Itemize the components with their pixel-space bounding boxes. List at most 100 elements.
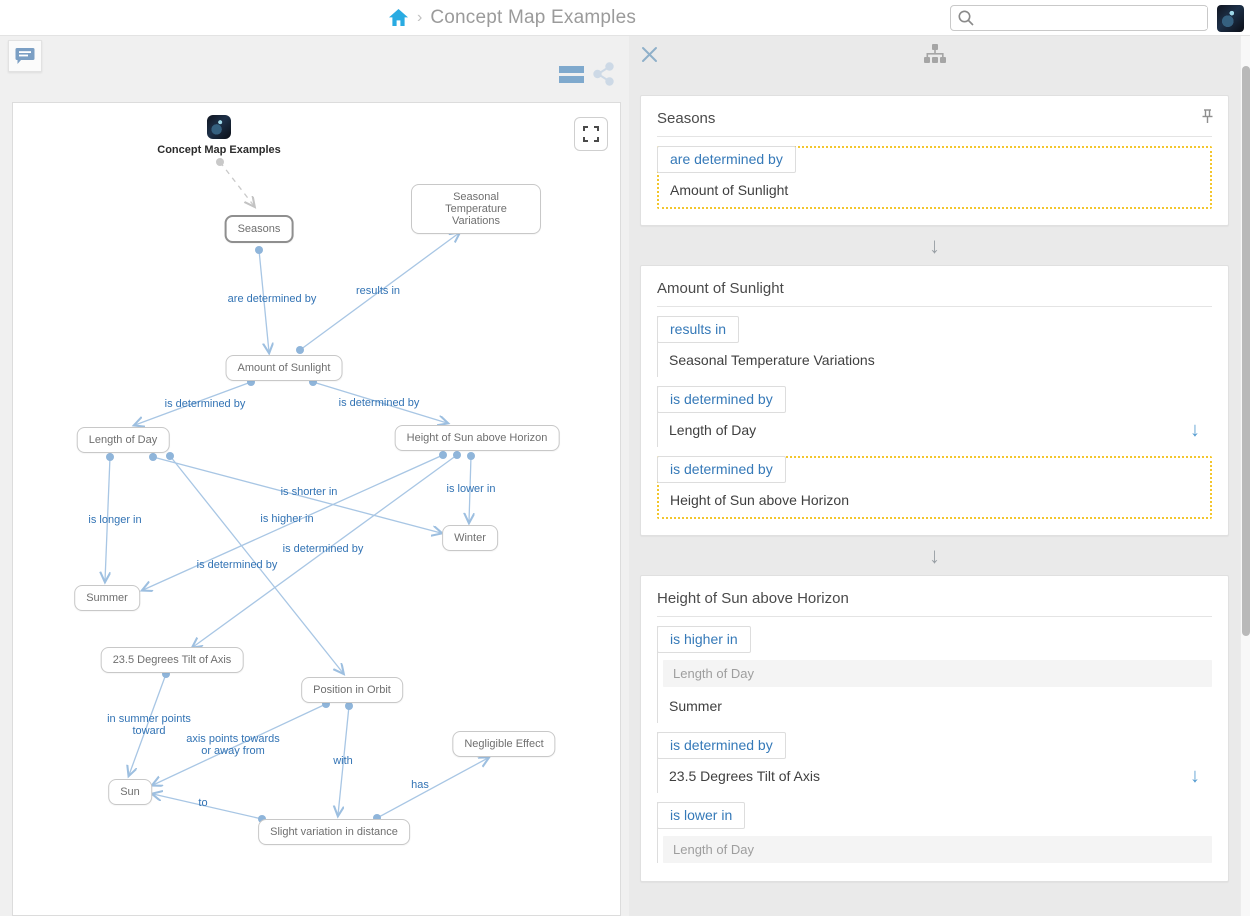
relation-value[interactable]: Summer: [669, 698, 722, 714]
edge-label[interactable]: is determined by: [164, 398, 246, 410]
relation-value[interactable]: Length of Day↓: [669, 419, 1200, 441]
relation-chip[interactable]: is determined by: [657, 386, 786, 413]
map-panel: Concept Map Examples Seasons Seasonal Tem…: [0, 36, 629, 916]
outline-panel: Seasons are determined by Amount of Sunlig…: [629, 36, 1240, 916]
hierarchy-icon[interactable]: [923, 44, 946, 68]
relation-chip[interactable]: is lower in: [657, 802, 746, 829]
relation-value[interactable]: Seasonal Temperature Variations: [669, 352, 875, 368]
search-box: [950, 5, 1208, 31]
pin-icon[interactable]: [1201, 109, 1214, 129]
card-separator-arrow-icon: ↓: [929, 542, 940, 568]
map-node-position-orbit[interactable]: Position in Orbit: [301, 677, 403, 703]
edge-line: [153, 703, 327, 785]
edge-line: [258, 249, 269, 352]
breadcrumb: › Concept Map Examples: [388, 7, 636, 29]
edge-label[interactable]: is longer in: [88, 514, 142, 526]
edge-line: [153, 794, 263, 820]
edge-label[interactable]: is determined by: [196, 559, 278, 571]
edge-label[interactable]: is determined by: [338, 397, 420, 409]
card-title: Height of Sun above Horizon: [657, 590, 1212, 617]
relation-block-highlighted: is determined by Height of Sun above Hori…: [657, 456, 1212, 519]
relation-value[interactable]: Amount of Sunlight: [670, 182, 789, 198]
edge-label[interactable]: is shorter in: [280, 486, 338, 498]
map-node-height-sun[interactable]: Height of Sun above Horizon: [394, 425, 560, 451]
map-node-seasons[interactable]: Seasons: [224, 215, 294, 243]
map-canvas[interactable]: Concept Map Examples Seasons Seasonal Tem…: [12, 102, 621, 916]
edge-label[interactable]: are determined by: [227, 293, 317, 305]
map-node-amount-sunlight[interactable]: Amount of Sunlight: [225, 355, 343, 381]
edge-line: [143, 454, 444, 590]
map-node-slight-variation[interactable]: Slight variation in distance: [258, 819, 410, 845]
relation-block: is determined by Length of Day↓: [657, 386, 1212, 447]
comments-tab[interactable]: [8, 40, 42, 72]
vertical-scrollbar: [1240, 36, 1250, 916]
share-icon[interactable]: [593, 62, 615, 86]
edge-label[interactable]: with: [333, 755, 353, 767]
map-node-summer[interactable]: Summer: [74, 585, 140, 611]
fullscreen-icon: [583, 126, 599, 142]
user-avatar[interactable]: [1217, 5, 1244, 32]
fullscreen-button[interactable]: [574, 117, 608, 151]
edge-line: [469, 455, 471, 522]
relation-block: results in Seasonal Temperature Variation…: [657, 316, 1212, 377]
map-toolbar: [559, 62, 615, 86]
breadcrumb-item[interactable]: Concept Map Examples: [430, 6, 637, 28]
relation-chip[interactable]: is higher in: [657, 626, 751, 653]
breadcrumb-chevron-icon: ›: [417, 8, 423, 26]
map-node-seasonal-temp[interactable]: Seasonal Temperature Variations: [411, 184, 541, 234]
edge-line: [219, 161, 254, 206]
edge-line: [129, 673, 167, 775]
top-bar: › Concept Map Examples: [0, 0, 1250, 36]
search-input[interactable]: [975, 7, 1207, 29]
edge-source-dot: [453, 451, 461, 459]
relation-block: is determined by 23.5 Degrees Tilt of Axi…: [657, 732, 1212, 793]
relation-chip[interactable]: are determined by: [657, 146, 796, 173]
concept-card: Height of Sun above Horizon is higher in L…: [640, 575, 1229, 882]
edge-label[interactable]: has: [411, 779, 429, 791]
map-root-thumbnail[interactable]: [207, 115, 231, 139]
map-node-sun[interactable]: Sun: [108, 779, 152, 805]
edge-line: [312, 381, 447, 423]
edge-line: [169, 455, 343, 673]
concept-card: Seasons are determined by Amount of Sunlig…: [640, 95, 1229, 226]
edge-line: [135, 381, 252, 425]
outline-header: [629, 36, 1240, 95]
expand-arrow-icon[interactable]: ↓: [1190, 419, 1200, 441]
search-icon: [957, 9, 975, 27]
edge-source-dot: [439, 451, 447, 459]
list-view-icon[interactable]: [559, 65, 584, 83]
relation-block: is lower in Length of Day: [657, 802, 1212, 863]
home-icon[interactable]: [388, 8, 409, 28]
close-icon[interactable]: [641, 46, 658, 68]
edge-label[interactable]: to: [198, 797, 208, 809]
relation-chip[interactable]: is determined by: [657, 732, 786, 759]
edge-label[interactable]: is lower in: [446, 483, 496, 495]
edge-label[interactable]: is higher in: [260, 513, 314, 525]
relation-chip[interactable]: is determined by: [657, 456, 786, 483]
map-node-length-day[interactable]: Length of Day: [76, 427, 170, 453]
map-node-negligible[interactable]: Negligible Effect: [452, 731, 556, 757]
edge-line: [299, 233, 459, 351]
map-node-winter[interactable]: Winter: [442, 525, 498, 551]
scrollbar-thumb[interactable]: [1242, 66, 1250, 636]
expand-arrow-icon[interactable]: ↓: [1190, 765, 1200, 787]
edge-label[interactable]: is determined by: [282, 543, 364, 555]
edge-source-dot: [106, 453, 114, 461]
edge-source-dot: [216, 158, 224, 166]
card-title: Seasons: [657, 110, 1212, 137]
relation-block-highlighted: are determined by Amount of Sunlight: [657, 146, 1212, 209]
relation-value[interactable]: Height of Sun above Horizon: [670, 492, 849, 508]
edge-label[interactable]: results in: [355, 285, 401, 297]
map-node-tilt[interactable]: 23.5 Degrees Tilt of Axis: [100, 647, 244, 673]
edge-line: [338, 705, 350, 815]
relation-value-muted[interactable]: Length of Day: [663, 836, 1212, 863]
relation-value-muted[interactable]: Length of Day: [663, 660, 1212, 687]
relation-value[interactable]: 23.5 Degrees Tilt of Axis↓: [669, 765, 1200, 787]
map-edges-layer: [13, 158, 621, 823]
edge-source-dot: [345, 702, 353, 710]
relation-chip[interactable]: results in: [657, 316, 740, 343]
map-root-label[interactable]: Concept Map Examples: [157, 144, 281, 156]
